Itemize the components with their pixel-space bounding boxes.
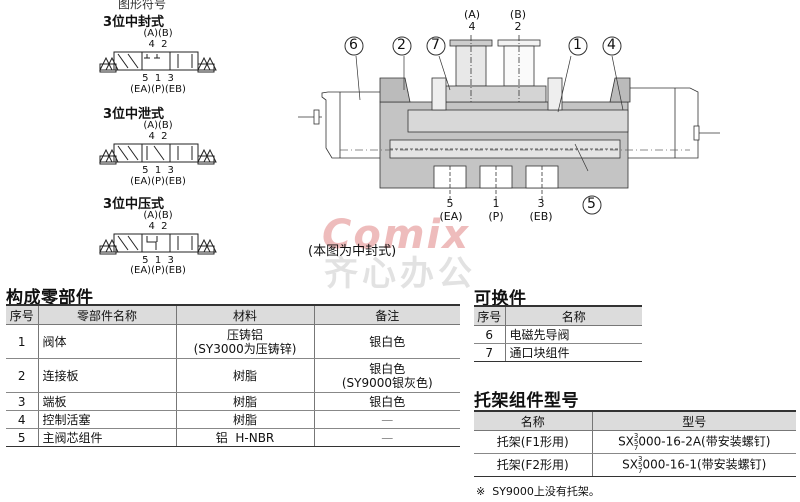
part-material: 压铸铝(SY3000为压铸锌) [175, 324, 314, 359]
part-name: 端板 [37, 392, 176, 411]
part-no: 4 [6, 410, 38, 429]
symbol-title-pressure-center: 3位中压式 [103, 197, 165, 212]
part-no: 5 [6, 428, 38, 447]
watermark-brand: Comix [322, 212, 471, 258]
header-no: 序号 [6, 304, 38, 325]
table-row: 2 连接板 树脂 银白色(SY9000银灰色) [6, 358, 460, 393]
symbol-ports-bottom: (EA)(P)(EB) [130, 176, 186, 187]
bracket-title: 托架组件型号 [474, 391, 579, 411]
symbol-ports-top: (A)(B) [143, 28, 173, 39]
part-remark: 银白色(SY9000银灰色) [313, 358, 460, 393]
part-remark: — [313, 410, 460, 429]
part-material: 树脂 [175, 392, 314, 411]
part-no: 3 [6, 392, 38, 411]
header-material: 材料 [175, 304, 314, 325]
symbol-title-closed-center: 3位中封式 [103, 15, 165, 30]
header-model: 型号 [591, 410, 796, 431]
port-a-label: (A) [463, 8, 481, 21]
replaceable-title: 可换件 [474, 289, 527, 309]
symbol-ports-top-num: 4 2 [148, 221, 168, 232]
part-remark: 银白色 [313, 392, 460, 411]
port-eb-num: 3 [537, 197, 545, 210]
replaceable-no: 7 [474, 343, 505, 362]
valve-symbol-exhaust-center [99, 143, 217, 165]
symbol-ports-top: (A)(B) [143, 120, 173, 131]
part-name: 阀体 [37, 324, 176, 359]
watermark-cn: 齐心办公 [324, 254, 476, 294]
table-row: 托架(F1形用) SX3 5 7000-16-2A(带安装螺钉) [474, 430, 796, 454]
port-b-num: 2 [514, 20, 522, 33]
part-material: 树脂 [175, 410, 314, 429]
table-row: 6 电磁先导阀 [474, 325, 642, 344]
symbol-ports-bottom-num: 5 1 3 [142, 165, 174, 176]
bracket-model: SX3 5 7000-16-1(带安装螺钉) [591, 453, 796, 477]
symbol-ports-top-num: 4 2 [148, 39, 168, 50]
part-material: 铝 H-NBR [175, 428, 314, 447]
header-name: 名称 [474, 410, 592, 431]
replaceable-name: 通口块组件 [504, 343, 642, 362]
port-p-label: (P) [488, 210, 504, 223]
parts-table: 序号 零部件名称 材料 备注 1 阀体 压铸铝(SY3000为压铸锌) 银白色 … [6, 304, 460, 447]
part-name: 连接板 [37, 358, 176, 393]
header-name: 零部件名称 [37, 304, 176, 325]
port-eb-label: (EB) [529, 210, 553, 223]
replaceable-no: 6 [474, 325, 505, 344]
bracket-model: SX3 5 7000-16-2A(带安装螺钉) [591, 430, 796, 454]
part-material: 树脂 [175, 358, 314, 393]
replaceable-name: 电磁先导阀 [504, 325, 642, 344]
port-b-label: (B) [509, 8, 527, 21]
valve-cross-section [298, 35, 720, 200]
symbol-ports-bottom-num: 5 1 3 [142, 73, 174, 84]
table-row: 5 主阀芯组件 铝 H-NBR — [6, 428, 460, 447]
bracket-name: 托架(F1形用) [474, 430, 592, 454]
port-ea-label: (EA) [439, 210, 463, 223]
bracket-note: ※ SY9000上没有托架。 [476, 485, 600, 498]
table-row: 4 控制活塞 树脂 — [6, 410, 460, 429]
bracket-table: 名称 型号 托架(F1形用) SX3 5 7000-16-2A(带安装螺钉) 托… [474, 410, 796, 477]
bracket-header-row: 名称 型号 [474, 410, 796, 431]
valve-symbol-pressure-center [99, 233, 217, 255]
parts-title: 构成零部件 [6, 288, 94, 308]
table-row: 1 阀体 压铸铝(SY3000为压铸锌) 银白色 [6, 324, 460, 359]
symbol-ports-bottom: (EA)(P)(EB) [130, 84, 186, 95]
part-no: 1 [6, 324, 38, 359]
bracket-name: 托架(F2形用) [474, 453, 592, 477]
parts-header-row: 序号 零部件名称 材料 备注 [6, 304, 460, 325]
replaceable-header-row: 序号 名称 [474, 305, 642, 326]
part-remark: — [313, 428, 460, 447]
table-row: 7 通口块组件 [474, 343, 642, 362]
symbol-ports-bottom: (EA)(P)(EB) [130, 265, 186, 276]
diagram-caption: (本图为中封式) [308, 244, 397, 259]
part-name: 控制活塞 [37, 410, 176, 429]
port-ea-num: 5 [446, 197, 454, 210]
symbol-ports-top-num: 4 2 [148, 131, 168, 142]
header-no: 序号 [474, 305, 505, 326]
part-name: 主阀芯组件 [37, 428, 176, 447]
header-name: 名称 [504, 305, 642, 326]
symbol-title-exhaust-center: 3位中泄式 [103, 107, 165, 122]
symbols-heading: 图形符号 [118, 0, 167, 11]
port-a-num: 4 [468, 20, 476, 33]
symbol-ports-bottom-num: 5 1 3 [142, 255, 174, 266]
table-row: 托架(F2形用) SX3 5 7000-16-1(带安装螺钉) [474, 453, 796, 477]
port-p-num: 1 [492, 197, 500, 210]
part-no: 2 [6, 358, 38, 393]
table-row: 3 端板 树脂 银白色 [6, 392, 460, 411]
part-remark: 银白色 [313, 324, 460, 359]
replaceable-table: 序号 名称 6 电磁先导阀 7 通口块组件 [474, 305, 642, 362]
symbol-ports-top: (A)(B) [143, 210, 173, 221]
header-remark: 备注 [313, 304, 460, 325]
valve-symbol-closed-center [99, 51, 217, 73]
